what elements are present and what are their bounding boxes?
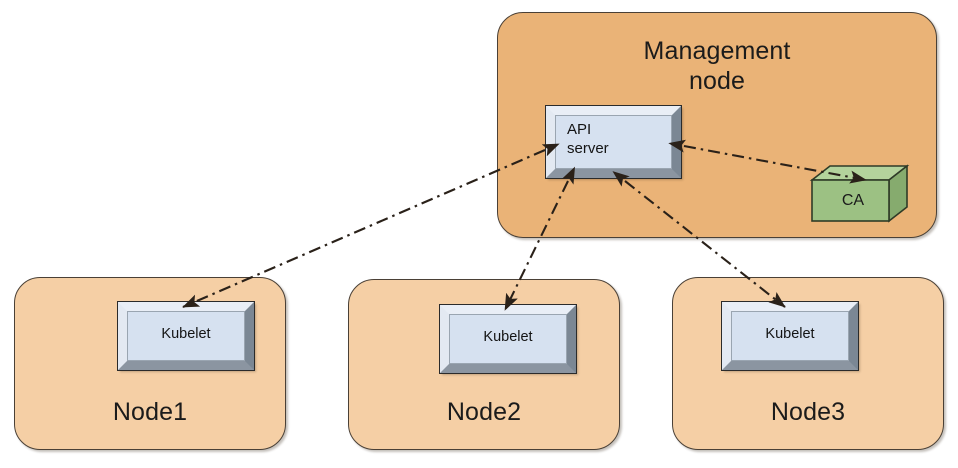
- kubelet-label-3: Kubelet: [765, 326, 815, 342]
- worker-node-label-2: Node2: [446, 397, 522, 426]
- worker-node-label-3: Node3: [770, 397, 846, 426]
- management-node-label: Management node: [643, 37, 791, 95]
- ca-cube-icon[interactable]: CA: [809, 164, 910, 224]
- api-server-label: API server: [567, 121, 609, 158]
- kubelet-box-2[interactable]: Kubelet: [439, 304, 577, 374]
- api-server-box[interactable]: API server: [545, 105, 682, 179]
- kubelet-label-1: Kubelet: [161, 326, 211, 342]
- ca-label: CA: [841, 192, 865, 209]
- worker-node-label-1: Node1: [112, 397, 188, 426]
- kubelet-box-1[interactable]: Kubelet: [117, 301, 255, 371]
- kubelet-box-3[interactable]: Kubelet: [721, 301, 859, 371]
- kubelet-label-2: Kubelet: [483, 329, 533, 345]
